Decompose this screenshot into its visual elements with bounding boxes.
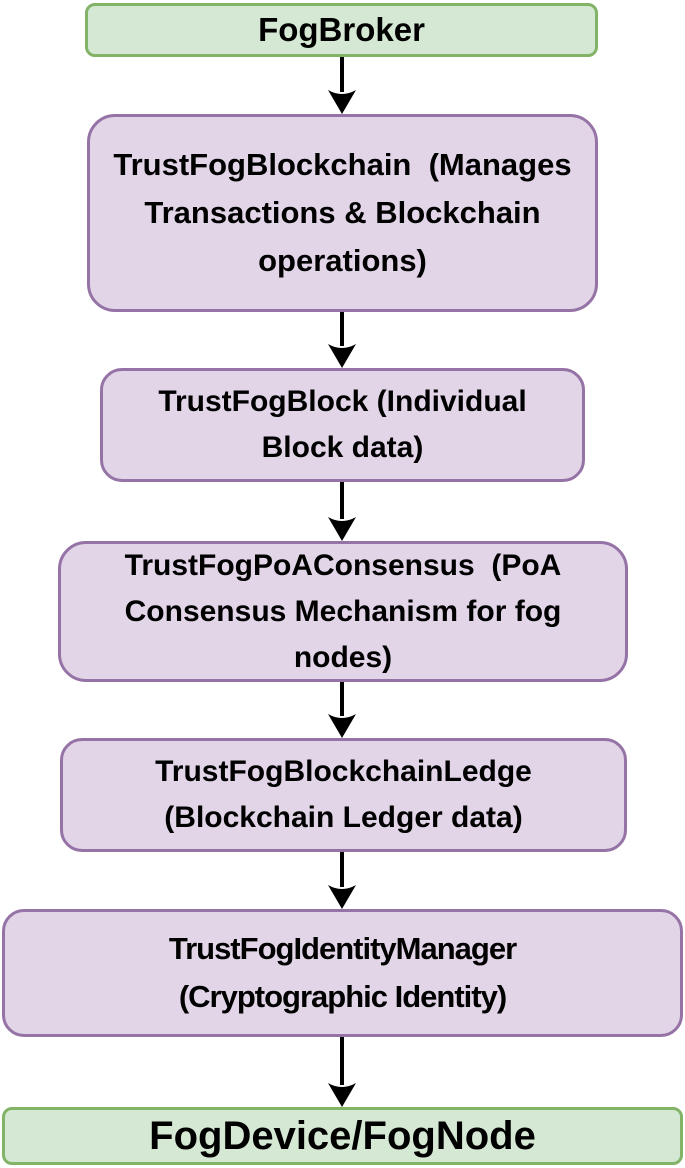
arrow-shaft	[340, 1037, 344, 1085]
arrow-head-icon	[328, 344, 356, 368]
arrow-trustfogidentitymanager-to-fogdevice	[326, 1037, 358, 1107]
arrow-shaft	[340, 57, 344, 92]
node-trustfogblockchain: TrustFogBlockchain (Manages Transactions…	[87, 114, 598, 312]
arrow-trustfogpoaconsensus-to-trustfogblockchainledge	[326, 682, 358, 738]
arrow-shaft	[340, 482, 344, 519]
node-trustfogblockchainledge-label: TrustFogBlockchainLedge (Blockchain Ledg…	[155, 755, 532, 834]
node-fogdevice: FogDevice/FogNode	[2, 1107, 683, 1165]
arrow-shaft	[340, 312, 344, 346]
arrow-shaft	[340, 682, 344, 716]
arrow-shaft	[340, 852, 344, 887]
arrow-head-icon	[328, 1083, 356, 1107]
arrow-head-icon	[328, 90, 356, 114]
node-trustfogidentitymanager: TrustFogIdentityManager (Cryptographic I…	[2, 909, 683, 1037]
arrow-head-icon	[328, 714, 356, 738]
node-fogbroker: FogBroker	[85, 3, 598, 57]
node-trustfogblockchain-label: TrustFogBlockchain (Manages Transactions…	[113, 147, 572, 278]
node-trustfogblockchainledge: TrustFogBlockchainLedge (Blockchain Ledg…	[60, 738, 627, 852]
node-trustfogpoaconsensus: TrustFogPoAConsensus (PoA Consensus Mech…	[58, 541, 628, 682]
node-trustfogblock-label: TrustFogBlock (Individual Block data)	[158, 385, 527, 464]
node-fogdevice-label: FogDevice/FogNode	[149, 1113, 536, 1158]
node-trustfogblock: TrustFogBlock (Individual Block data)	[100, 368, 585, 482]
node-fogbroker-label: FogBroker	[258, 11, 425, 48]
arrow-head-icon	[328, 885, 356, 909]
arrow-head-icon	[328, 517, 356, 541]
arrow-trustfogblockchainledge-to-trustfogidentitymanager	[326, 852, 358, 909]
arrow-trustfogblockchain-to-trustfogblock	[326, 312, 358, 368]
node-trustfogpoaconsensus-label: TrustFogPoAConsensus (PoA Consensus Mech…	[124, 548, 562, 674]
node-trustfogidentitymanager-label: TrustFogIdentityManager (Cryptographic I…	[168, 931, 517, 1014]
arrow-trustfogblock-to-trustfogpoaconsensus	[326, 482, 358, 541]
arrow-fogbroker-to-trustfogblockchain	[326, 57, 358, 114]
